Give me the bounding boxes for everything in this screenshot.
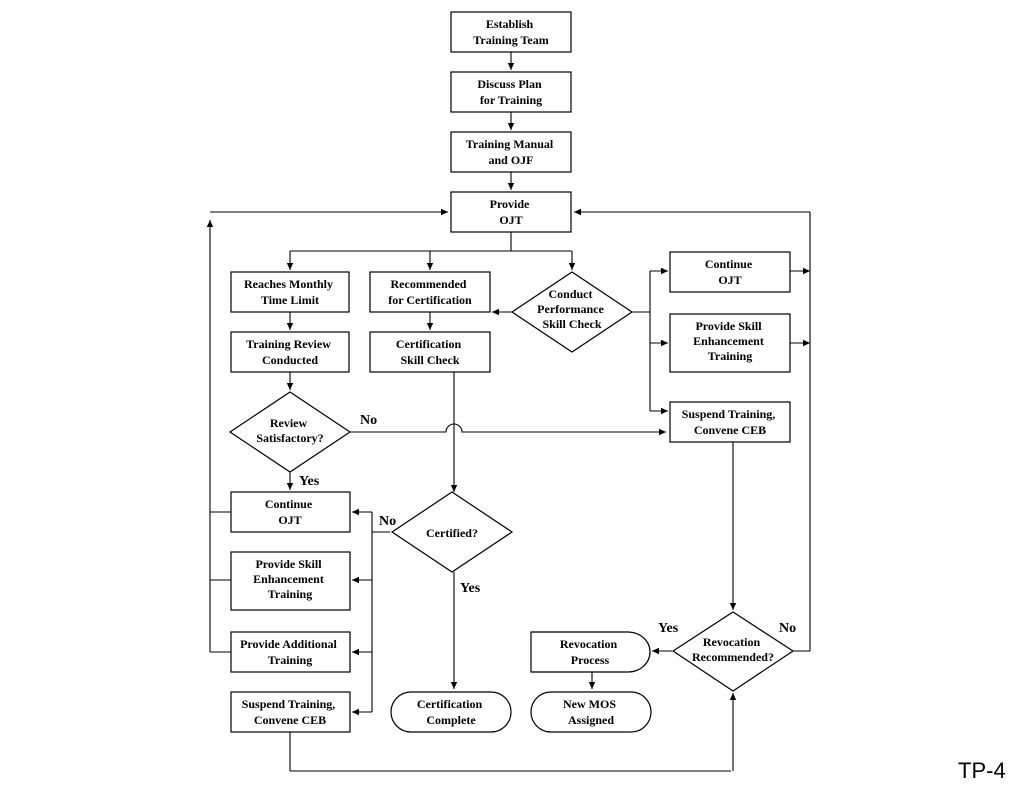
node-reaches-monthly-limit: Reaches Monthly Time Limit bbox=[230, 271, 350, 313]
svg-text:Conduct Performance: Conduct Performance Skill Check bbox=[537, 287, 607, 331]
node-skill-enhancement-left: Provide Skill Enhancement Training bbox=[230, 551, 351, 611]
svg-text:Review Satisfactory?: Review Satisfactory? bbox=[256, 416, 323, 445]
svg-text:Certified?: Certified? bbox=[426, 526, 478, 540]
svg-text:Certification Complete: Certification Complete bbox=[417, 697, 485, 727]
svg-text:Provide Skill Enhancemen: Provide Skill Enhancement Training bbox=[693, 319, 767, 363]
node-provide-ojt: Provide OJT bbox=[450, 191, 572, 233]
label-certified-yes: Yes bbox=[460, 581, 481, 596]
node-recommended-certification: Recommended for Certification bbox=[369, 271, 491, 313]
label-review-no: No bbox=[360, 413, 377, 428]
node-conduct-performance-check: Conduct Performance Skill Check bbox=[510, 271, 634, 353]
node-continue-ojt-left: Continue OJT bbox=[230, 491, 351, 533]
node-revocation-process: Revocation Process bbox=[530, 631, 651, 673]
svg-text:Certification Skill Chec: Certification Skill Check bbox=[396, 337, 464, 367]
svg-text:Suspend Training, Conven: Suspend Training, Convene CEB bbox=[682, 407, 779, 437]
label-review-yes: Yes bbox=[299, 474, 320, 489]
flow-connectors bbox=[206, 52, 811, 772]
page-label: TP-4 bbox=[958, 758, 1006, 783]
node-provide-additional-training: Provide Additional Training bbox=[230, 631, 351, 673]
svg-text:Training Manual and OJF: Training Manual and OJF bbox=[466, 137, 556, 167]
label-certified-no: No bbox=[379, 514, 396, 529]
svg-text:Provide OJT: Provide OJT bbox=[490, 197, 533, 227]
svg-text:Provide Skill Enhancemen: Provide Skill Enhancement Training bbox=[253, 557, 327, 601]
svg-text:Reaches Monthly Time Lim: Reaches Monthly Time Limit bbox=[244, 277, 336, 307]
node-review-satisfactory: Review Satisfactory? bbox=[228, 391, 352, 473]
svg-text:Discuss Plan for Trainin: Discuss Plan for Training bbox=[477, 77, 544, 107]
node-certification-complete: Certification Complete bbox=[390, 691, 512, 733]
node-discuss-plan: Discuss Plan for Training bbox=[450, 71, 572, 113]
svg-text:Continue OJT: Continue OJT bbox=[705, 257, 755, 287]
svg-text:Establish Training Team: Establish Training Team bbox=[473, 17, 548, 47]
svg-text:New MOS Assigned: New MOS Assigned bbox=[563, 697, 619, 727]
node-certified: Certified? bbox=[390, 491, 514, 573]
edge-review-no bbox=[350, 423, 666, 436]
label-revocation-yes: Yes bbox=[658, 621, 679, 636]
svg-text:Continue OJT: Continue OJT bbox=[265, 497, 315, 527]
svg-text:Provide Additional Train: Provide Additional Training bbox=[240, 637, 340, 667]
node-continue-ojt-right: Continue OJT bbox=[669, 251, 791, 293]
node-suspend-training-left: Suspend Training, Convene CEB bbox=[230, 691, 351, 733]
node-revocation-recommended: Revocation Recommended? bbox=[671, 611, 795, 692]
svg-text:Revocation Process: Revocation Process bbox=[560, 637, 620, 667]
node-training-manual: Training Manual and OJF bbox=[450, 131, 572, 173]
node-training-review-conducted: Training Review Conducted bbox=[230, 331, 350, 373]
node-certification-skill-check: Certification Skill Check bbox=[369, 331, 491, 373]
svg-text:Suspend Training, Conven: Suspend Training, Convene CEB bbox=[242, 697, 339, 727]
node-establish-training-team: Establish Training Team bbox=[450, 11, 572, 53]
svg-text:Revocation Recommended?: Revocation Recommended? bbox=[692, 635, 774, 664]
node-new-mos-assigned: New MOS Assigned bbox=[530, 691, 652, 733]
label-revocation-no: No bbox=[779, 621, 796, 636]
node-suspend-training-right: Suspend Training, Convene CEB bbox=[669, 401, 791, 443]
svg-text:Recommended for Certific: Recommended for Certification bbox=[388, 277, 472, 307]
svg-text:Training Review Conducte: Training Review Conducted bbox=[246, 337, 334, 367]
node-skill-enhancement-right: Provide Skill Enhancement Training bbox=[669, 313, 791, 373]
